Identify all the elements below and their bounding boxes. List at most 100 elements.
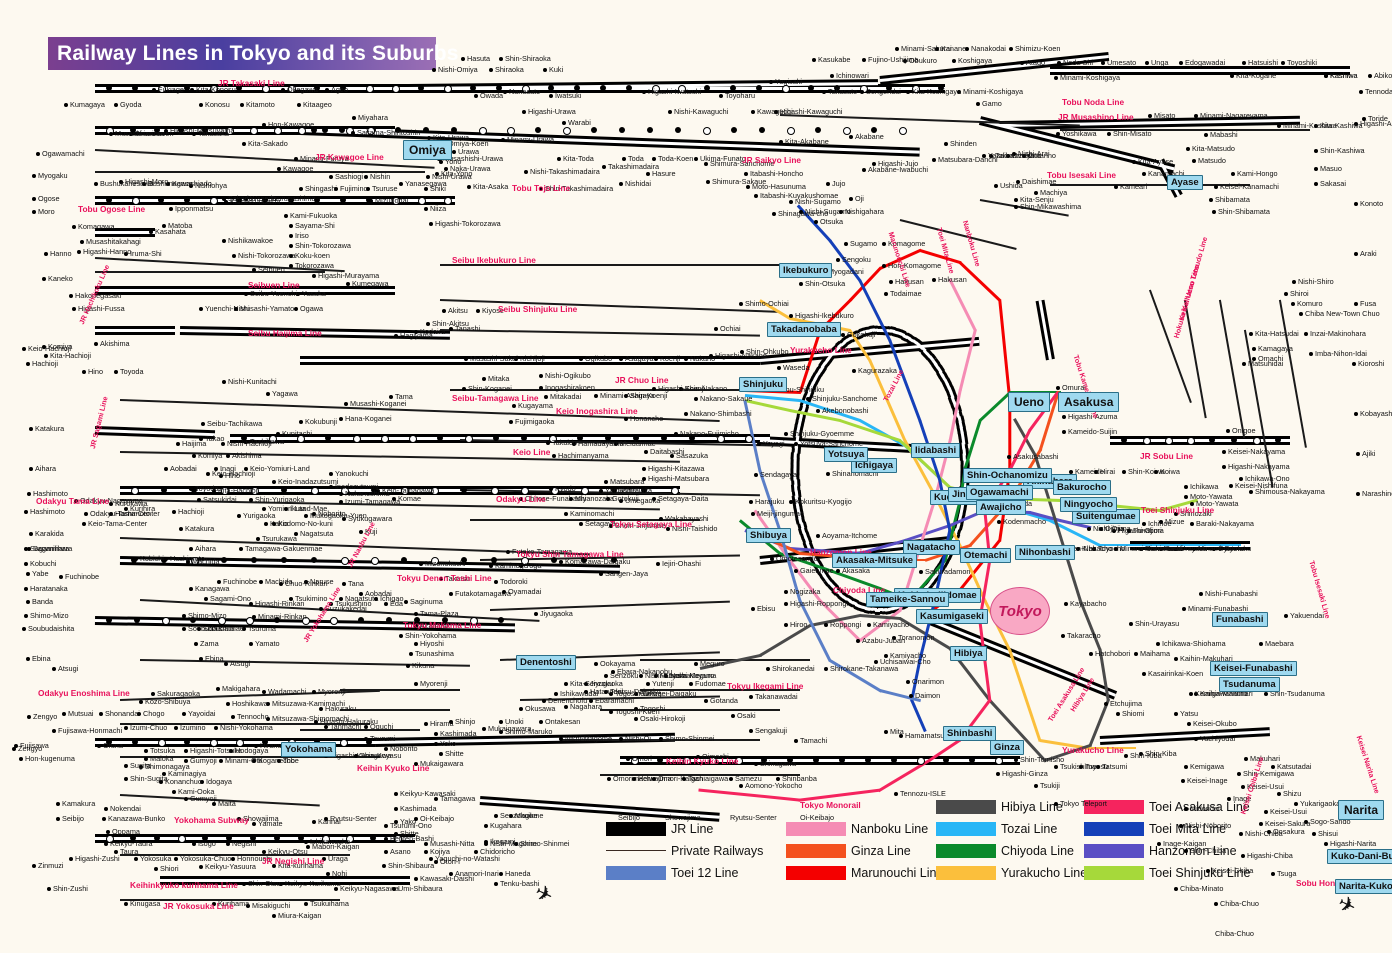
station-dot[interactable] xyxy=(1354,202,1359,207)
station-dot[interactable] xyxy=(919,570,924,575)
station-dot[interactable] xyxy=(824,667,829,672)
station-dot[interactable] xyxy=(784,432,789,437)
station-dot[interactable] xyxy=(1189,692,1194,697)
station-dot[interactable] xyxy=(442,309,447,314)
station-dot[interactable] xyxy=(843,127,851,135)
station-dot[interactable] xyxy=(703,127,711,135)
station-dot[interactable] xyxy=(29,427,34,432)
station-dot[interactable] xyxy=(342,582,347,587)
station-dot[interactable] xyxy=(414,612,419,617)
station-dot[interactable] xyxy=(522,110,527,115)
station-dot[interactable] xyxy=(749,695,754,700)
station-dot[interactable] xyxy=(289,234,294,239)
station-dot[interactable] xyxy=(1264,810,1269,815)
station-dot[interactable] xyxy=(856,639,861,644)
station-dot[interactable] xyxy=(1014,205,1019,210)
station-dot[interactable] xyxy=(994,184,999,189)
station-dot[interactable] xyxy=(744,172,749,177)
station-dot[interactable] xyxy=(579,522,584,527)
station-dot[interactable] xyxy=(494,580,499,585)
station-dot[interactable] xyxy=(684,412,689,417)
major-station-box[interactable]: Hibiya xyxy=(950,646,987,661)
station-dot[interactable] xyxy=(557,157,562,162)
station-dot[interactable] xyxy=(232,254,237,259)
station-dot[interactable] xyxy=(189,547,194,552)
station-dot[interactable] xyxy=(194,642,199,647)
station-dot[interactable] xyxy=(47,887,52,892)
station-dot[interactable] xyxy=(264,522,269,527)
station-dot[interactable] xyxy=(564,705,569,710)
station-dot[interactable] xyxy=(56,802,61,807)
station-dot[interactable] xyxy=(1229,484,1234,489)
station-dot[interactable] xyxy=(816,409,821,414)
station-dot[interactable] xyxy=(139,700,144,705)
station-dot[interactable] xyxy=(668,110,673,115)
station-dot[interactable] xyxy=(476,309,481,314)
major-station-box[interactable]: Ayase xyxy=(1167,175,1203,190)
station-dot[interactable] xyxy=(304,902,309,907)
station-dot[interactable] xyxy=(1292,280,1297,285)
station-dot[interactable] xyxy=(32,174,37,179)
station-dot[interactable] xyxy=(69,857,74,862)
station-dot[interactable] xyxy=(29,467,34,472)
station-dot[interactable] xyxy=(404,600,409,605)
major-station-box[interactable]: Takadanobaba xyxy=(767,322,841,337)
station-dot[interactable] xyxy=(199,307,204,312)
station-dot[interactable] xyxy=(399,634,404,639)
station-dot[interactable] xyxy=(694,157,699,162)
station-dot[interactable] xyxy=(124,764,129,769)
station-dot[interactable] xyxy=(1212,210,1217,215)
station-dot[interactable] xyxy=(704,699,709,704)
station-dot[interactable] xyxy=(344,402,349,407)
station-dot[interactable] xyxy=(64,103,69,108)
station-dot[interactable] xyxy=(739,784,744,789)
station-dot[interactable] xyxy=(524,170,529,175)
station-dot[interactable] xyxy=(1209,198,1214,203)
station-dot[interactable] xyxy=(182,627,187,632)
station-dot[interactable] xyxy=(1324,842,1329,847)
station-dot[interactable] xyxy=(189,587,194,592)
station-dot[interactable] xyxy=(814,220,819,225)
station-dot[interactable] xyxy=(751,110,756,115)
station-dot[interactable] xyxy=(1129,622,1134,627)
station-dot[interactable] xyxy=(1354,252,1359,257)
major-station-box[interactable]: Shinbashi xyxy=(943,726,996,741)
station-dot[interactable] xyxy=(689,682,694,687)
station-dot[interactable] xyxy=(224,662,229,667)
station-dot[interactable] xyxy=(706,180,711,185)
station-dot[interactable] xyxy=(739,302,744,307)
station-dot[interactable] xyxy=(289,244,294,249)
station-dot[interactable] xyxy=(192,842,197,847)
station-dot[interactable] xyxy=(124,726,129,731)
station-dot[interactable] xyxy=(777,366,782,371)
station-dot[interactable] xyxy=(694,662,699,667)
station-dot[interactable] xyxy=(272,480,277,485)
station-dot[interactable] xyxy=(394,807,399,812)
station-dot[interactable] xyxy=(784,623,789,628)
station-dot[interactable] xyxy=(102,817,107,822)
station-dot[interactable] xyxy=(22,627,27,632)
station-dot[interactable] xyxy=(642,467,647,472)
station-dot[interactable] xyxy=(219,759,224,764)
station-dot[interactable] xyxy=(294,307,299,312)
station-dot[interactable] xyxy=(794,739,799,744)
station-dot[interactable] xyxy=(1291,302,1296,307)
station-dot[interactable] xyxy=(1324,74,1329,79)
station-dot[interactable] xyxy=(594,662,599,667)
station-dot[interactable] xyxy=(1356,452,1361,457)
station-dot[interactable] xyxy=(24,510,29,515)
station-dot[interactable] xyxy=(564,682,569,687)
station-dot[interactable] xyxy=(1226,429,1231,434)
station-dot[interactable] xyxy=(439,752,444,757)
station-dot[interactable] xyxy=(1222,450,1227,455)
station-dot[interactable] xyxy=(849,135,854,140)
station-dot[interactable] xyxy=(1194,737,1199,742)
station-dot[interactable] xyxy=(226,454,231,459)
station-dot[interactable] xyxy=(759,127,765,133)
station-dot[interactable] xyxy=(27,715,32,720)
station-dot[interactable] xyxy=(1187,722,1192,727)
station-dot[interactable] xyxy=(32,210,37,215)
station-dot[interactable] xyxy=(889,280,894,285)
station-dot[interactable] xyxy=(1107,132,1112,137)
station-dot[interactable] xyxy=(1252,347,1257,352)
